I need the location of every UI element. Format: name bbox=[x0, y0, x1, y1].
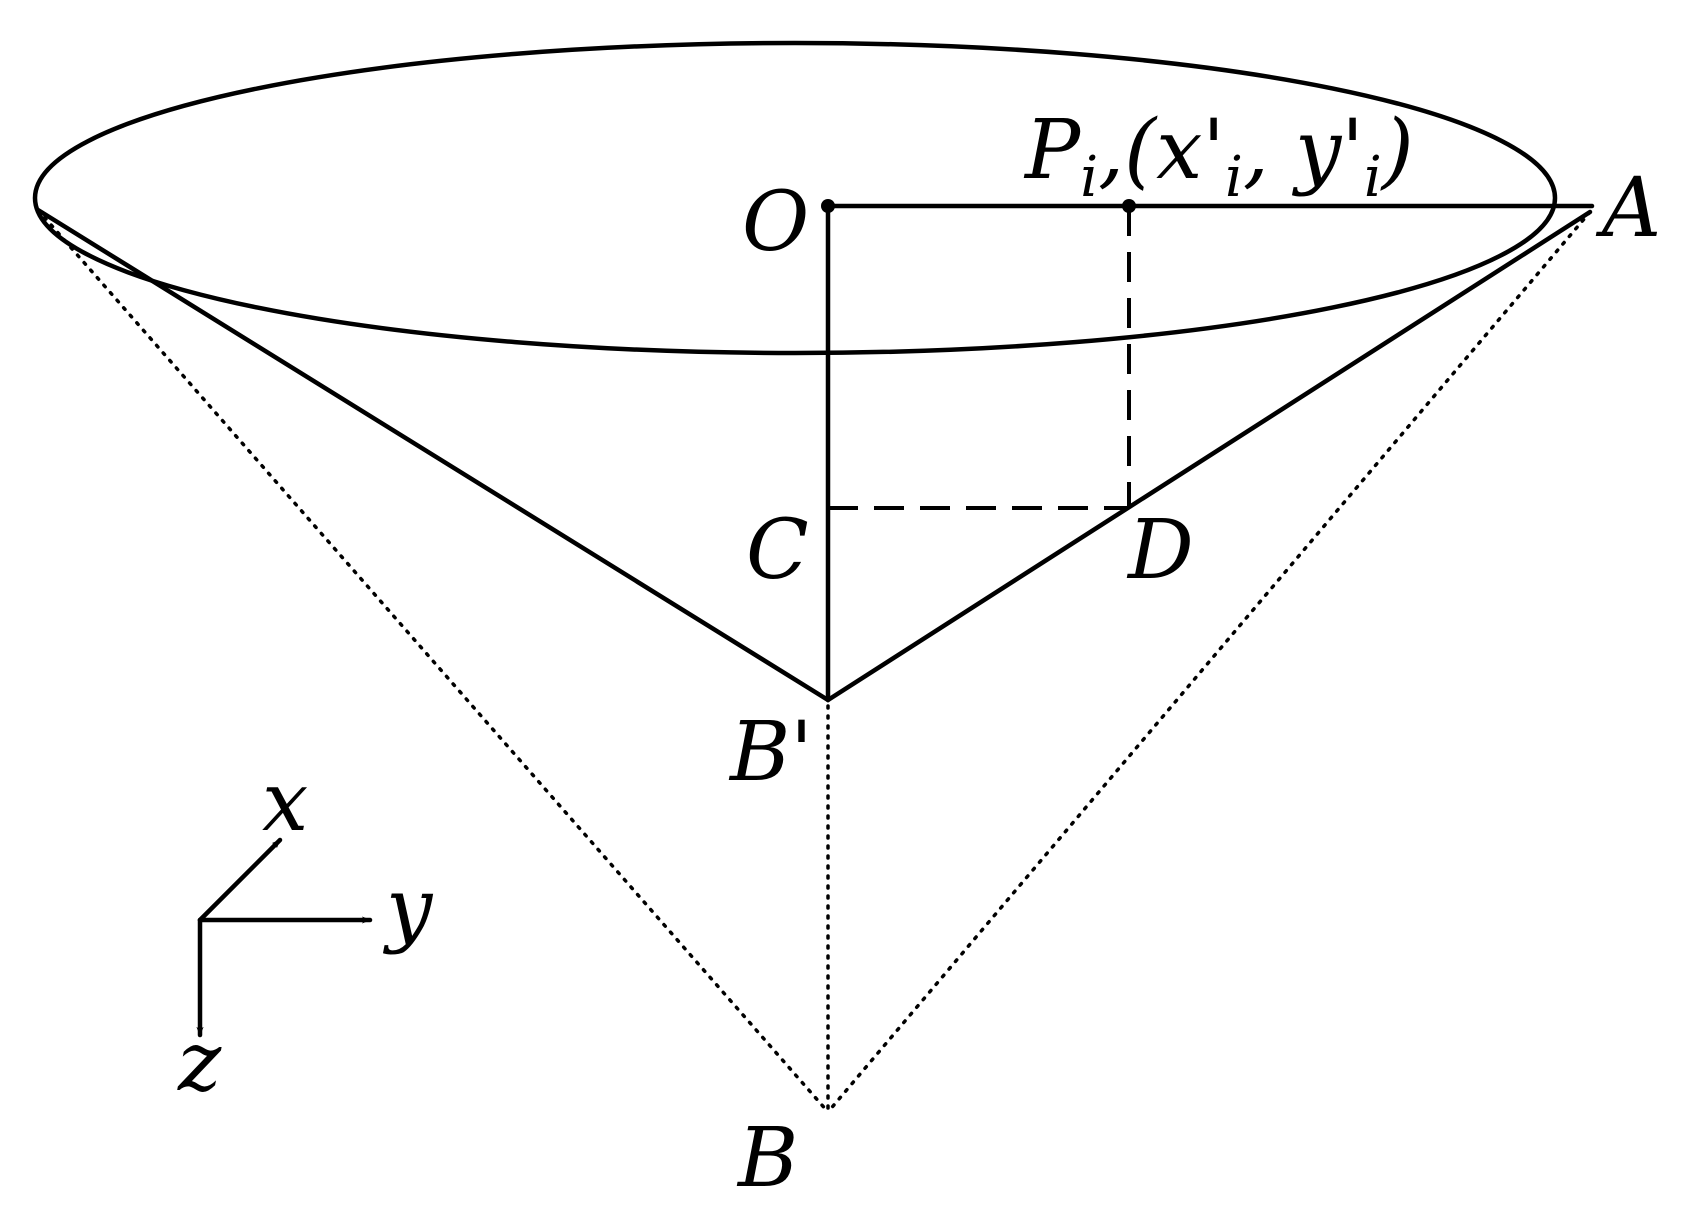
x-axis-label: x bbox=[262, 755, 308, 850]
label-A: A bbox=[1595, 161, 1661, 256]
inner-cone-right-edge bbox=[825, 209, 1593, 703]
z-axis-label: z bbox=[177, 1015, 222, 1110]
label-P-coord-mid: , y' bbox=[1243, 103, 1364, 198]
label-D: D bbox=[1126, 503, 1194, 598]
x-axis-arrow bbox=[197, 837, 283, 923]
label-P-coord-sub1: i bbox=[1225, 145, 1243, 210]
label-P: P bbox=[1023, 103, 1082, 198]
point-P bbox=[1122, 199, 1136, 213]
label-Pi-coordinates: Pi,(x'i, y'i) bbox=[1023, 103, 1414, 210]
label-B: B bbox=[736, 1111, 798, 1206]
point-O bbox=[821, 199, 835, 213]
label-P-coord-close: ) bbox=[1380, 103, 1414, 198]
outer-cone-right-dotted bbox=[826, 210, 1592, 1114]
outer-cone-left-dotted bbox=[36, 208, 830, 1114]
axes-indicator: x y z bbox=[177, 755, 434, 1110]
label-O: O bbox=[742, 175, 809, 270]
y-axis-label: y bbox=[382, 861, 434, 956]
label-P-coord-open: ,(x' bbox=[1098, 103, 1225, 198]
label-P-coord-sub2: i bbox=[1364, 145, 1382, 210]
label-C: C bbox=[746, 503, 809, 598]
inner-cone-left-edge bbox=[35, 207, 831, 703]
label-P-subscript: i bbox=[1080, 145, 1098, 210]
cone-rim-ellipse bbox=[32, 40, 1558, 356]
label-B-prime: B' bbox=[728, 705, 813, 800]
